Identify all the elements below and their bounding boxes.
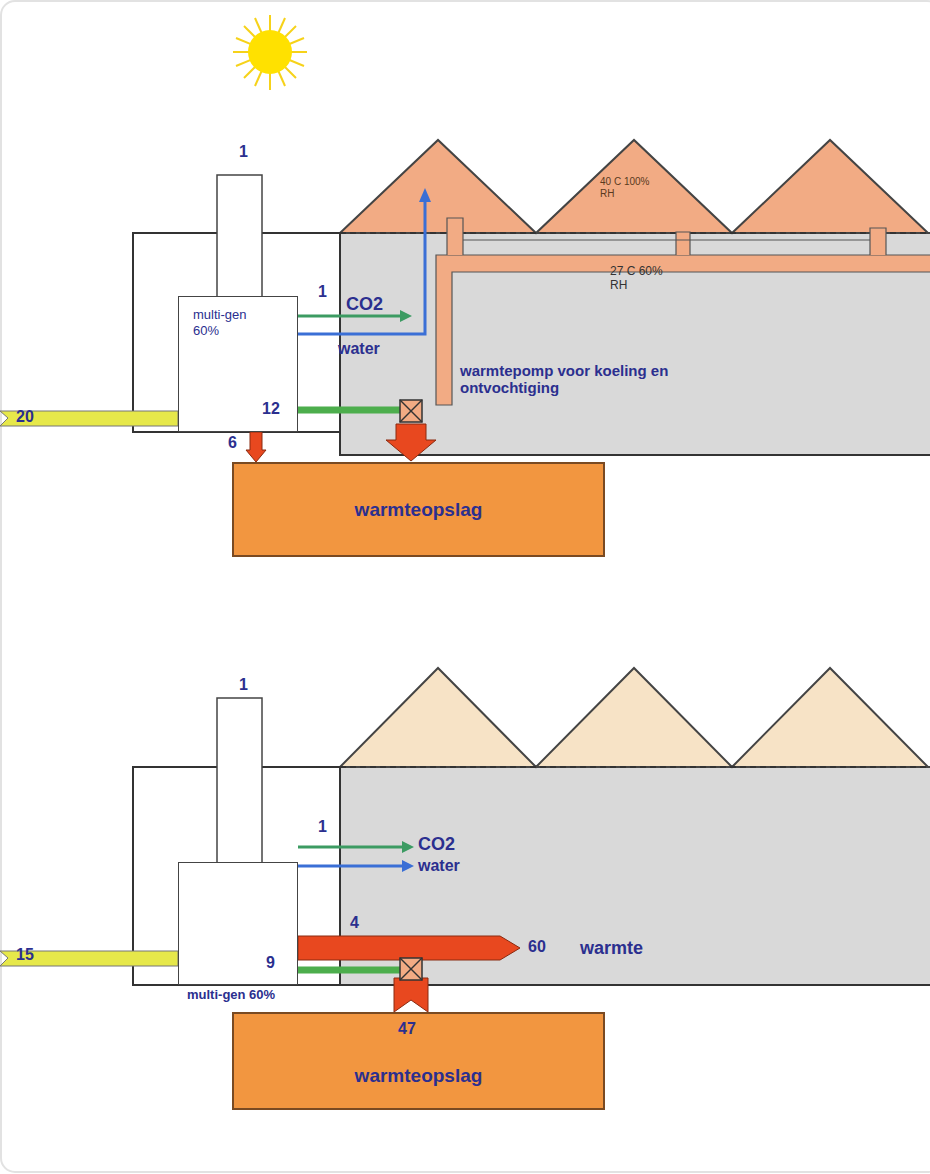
callout-number: 6 [228,434,237,452]
gas-label: CO2 [418,834,455,855]
callout-number: 1 [239,676,248,694]
heat-pump-label: warmtepomp voor koeling en ontvochtiging [460,362,770,397]
callout-number: 1 [318,818,327,836]
callout-number: 9 [266,954,275,972]
node-label: multi-gen 60% [193,307,263,338]
callout-number: 4 [350,914,359,932]
gas-label: CO2 [346,294,383,315]
node-label: warmteopslag [355,1065,483,1087]
heat-storage-box: warmteopslag [232,1012,605,1110]
node-label: warmteopslag [355,499,483,521]
callout-number: 60 [528,938,546,956]
climate-label: 40 C 100% RH [600,176,662,199]
multi-gen-box: multi-gen 60% [178,862,298,985]
callout-number: 15 [16,946,34,964]
flow-label: warmte [580,938,643,959]
callout-number: 12 [262,400,280,418]
heat-storage-box: warmteopslag [232,462,605,557]
callout-number: 20 [16,408,34,426]
multi-gen-box: multi-gen 60% [178,296,298,432]
callout-number: 1 [318,283,327,301]
callout-number: 47 [398,1020,416,1038]
callout-number: 1 [239,143,248,161]
node-label: multi-gen 60% [187,987,275,1002]
flow-label: water [338,340,380,358]
flow-label: water [418,857,460,875]
climate-label: 27 C 60% RH [610,265,672,293]
heat-flow-arrow [246,432,266,462]
